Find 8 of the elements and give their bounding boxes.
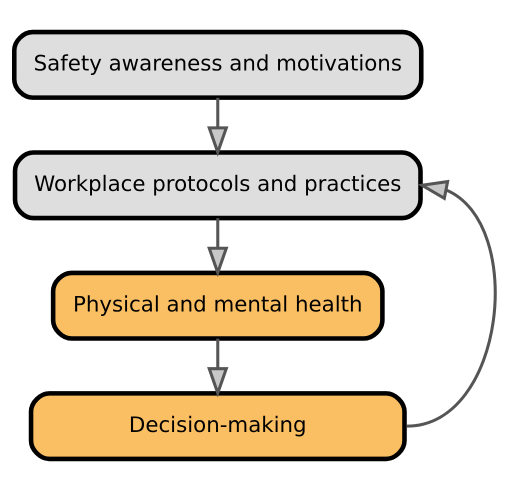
node-box: Workplace protocols and practices [12,150,423,220]
arrow [207,98,228,157]
arrow [406,180,497,428]
node-box: Safety awareness and motivations [12,30,424,100]
node-box: Decision-making [28,391,407,462]
arrow [207,218,228,278]
arrow [207,338,228,398]
node-box: Physical and mental health [50,270,385,341]
